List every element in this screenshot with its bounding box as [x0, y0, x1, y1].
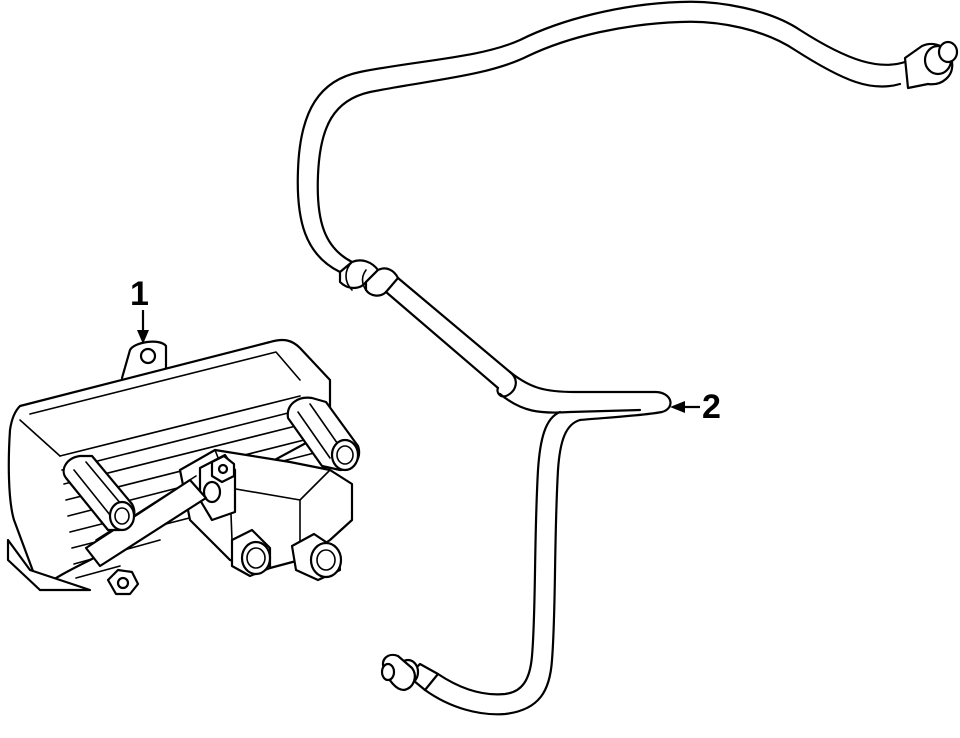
- callout-2: 2: [670, 388, 721, 426]
- callout-2-arrow: [670, 401, 685, 413]
- mounting-bolt-lower: [106, 568, 140, 596]
- tube-coupler: [338, 259, 400, 297]
- callout-1: 1: [130, 275, 149, 344]
- cooler-line-tube[interactable]: [296, 0, 959, 716]
- tube-end-fitting-lower: [380, 653, 440, 692]
- oil-port-lower-right: [290, 532, 343, 582]
- callout-1-label: 1: [130, 275, 149, 313]
- oil-port-lower-left: [230, 528, 272, 578]
- tube-end-fitting-upper: [903, 40, 959, 90]
- coolant-port-right: [286, 396, 361, 472]
- adapter-bolt-upper: [210, 454, 236, 484]
- callout-1-arrow: [137, 330, 149, 344]
- coolant-port-left: [62, 454, 136, 532]
- oil-cooler-assembly[interactable]: [6, 338, 361, 596]
- callout-2-label: 2: [702, 388, 721, 426]
